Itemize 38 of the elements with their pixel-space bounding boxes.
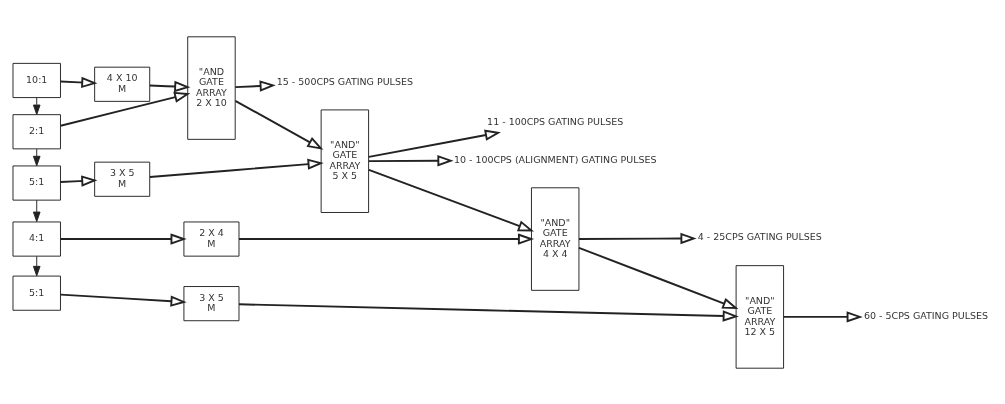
node-box: 5:1	[12, 275, 61, 311]
arrow	[367, 129, 501, 158]
arrow	[149, 158, 324, 178]
node-text: 10 - 100CPS (ALIGNMENT) GATING PULSES	[453, 153, 657, 165]
node-text: 4 - 25CPS GATING PULSES	[697, 230, 822, 242]
arrow	[782, 310, 863, 323]
node-box: 3 X 5 M	[94, 161, 151, 197]
arrow	[367, 168, 535, 231]
arrow	[367, 154, 454, 166]
arrow	[234, 99, 324, 150]
node-box: 10:1	[12, 62, 61, 98]
node-box: "AND GATE ARRAY 2 X 10	[187, 35, 236, 140]
arrow	[148, 80, 191, 92]
node-box: 4 X 10 M	[94, 66, 151, 102]
arrow	[59, 232, 187, 245]
node-box: 3 X 5 M	[183, 285, 240, 321]
node-box: "AND" GATE ARRAY 5 X 5	[320, 108, 370, 213]
arrow	[578, 246, 739, 309]
arrow	[238, 232, 535, 245]
node-text: 60 - 5CPS GATING PULSES	[863, 309, 989, 321]
arrow	[59, 76, 98, 88]
node-box: 4:1	[12, 221, 61, 257]
arrow	[59, 293, 187, 307]
arrow	[59, 91, 191, 127]
node-box: 2 X 4 M	[183, 221, 240, 257]
arrow	[32, 199, 41, 222]
arrow	[238, 302, 739, 322]
arrow	[32, 148, 41, 166]
node-text: 11 - 100CPS GATING PULSES	[487, 115, 624, 127]
arrow	[578, 232, 697, 244]
arrow	[32, 255, 41, 276]
node-box: 5:1	[12, 164, 61, 201]
arrow	[59, 174, 98, 187]
node-text: 15 - 500CPS GATING PULSES	[276, 75, 413, 87]
arrow	[234, 79, 276, 92]
node-box: "AND" GATE ARRAY 12 X 5	[735, 264, 785, 369]
node-box: 2:1	[12, 113, 61, 149]
node-box: "AND" GATE ARRAY 4 X 4	[531, 186, 580, 291]
